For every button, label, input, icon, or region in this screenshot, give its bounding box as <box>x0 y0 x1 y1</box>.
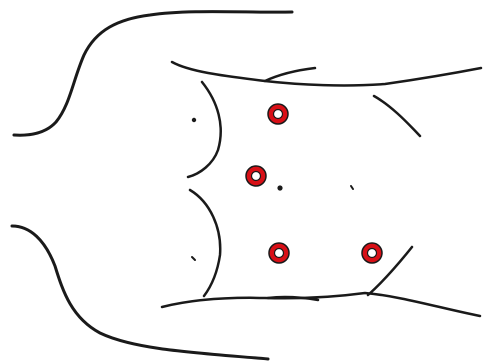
upper-rib-curve <box>188 82 221 177</box>
upper-contour-tick <box>265 68 315 81</box>
port-marker-lower-mid <box>269 243 289 263</box>
right-diagonal-line <box>374 96 420 136</box>
upper-arm-outline <box>14 12 292 136</box>
lower-arm-outline <box>12 226 268 359</box>
nipple-lower-left <box>192 257 195 260</box>
port-marker-center-left <box>246 166 266 186</box>
lower-rib-curve <box>190 190 220 296</box>
lower-torso-contour <box>162 293 480 316</box>
navel <box>277 185 282 190</box>
nipple-upper-left <box>192 118 196 122</box>
port-marker-lower-right <box>362 243 382 263</box>
port-marker-upper-mid <box>268 104 288 124</box>
dot-right <box>351 186 353 189</box>
upper-torso-contour <box>172 62 481 85</box>
